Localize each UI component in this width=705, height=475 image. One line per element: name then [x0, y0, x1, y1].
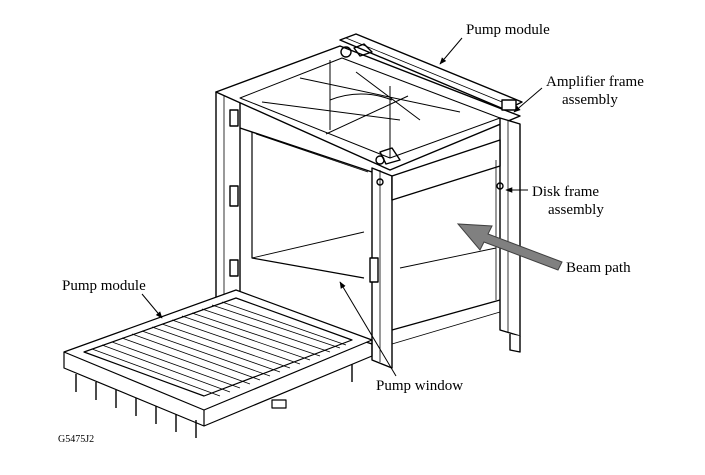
label-amplifier-frame-line2: assembly [562, 92, 618, 108]
leader-amplifier-frame [513, 87, 543, 113]
leader-pump-module-left [141, 293, 163, 319]
label-amplifier-frame-line1: Amplifier frame [546, 74, 644, 90]
label-pump-window: Pump window [376, 378, 463, 394]
leader-lines [141, 37, 543, 377]
figure-id: G5475J2 [58, 434, 94, 445]
leader-pump-module-top [439, 37, 463, 65]
label-pump-module-top: Pump module [466, 22, 550, 38]
amplifier-frame [215, 33, 523, 369]
label-disk-frame-line2: assembly [548, 202, 604, 218]
leader-pump-window [339, 281, 397, 377]
bottom-pump-module [63, 289, 373, 438]
label-pump-module-left: Pump module [62, 278, 146, 294]
label-beam-path: Beam path [566, 260, 631, 276]
label-disk-frame-line1: Disk frame [532, 184, 599, 200]
beam-path-arrow [456, 223, 563, 271]
